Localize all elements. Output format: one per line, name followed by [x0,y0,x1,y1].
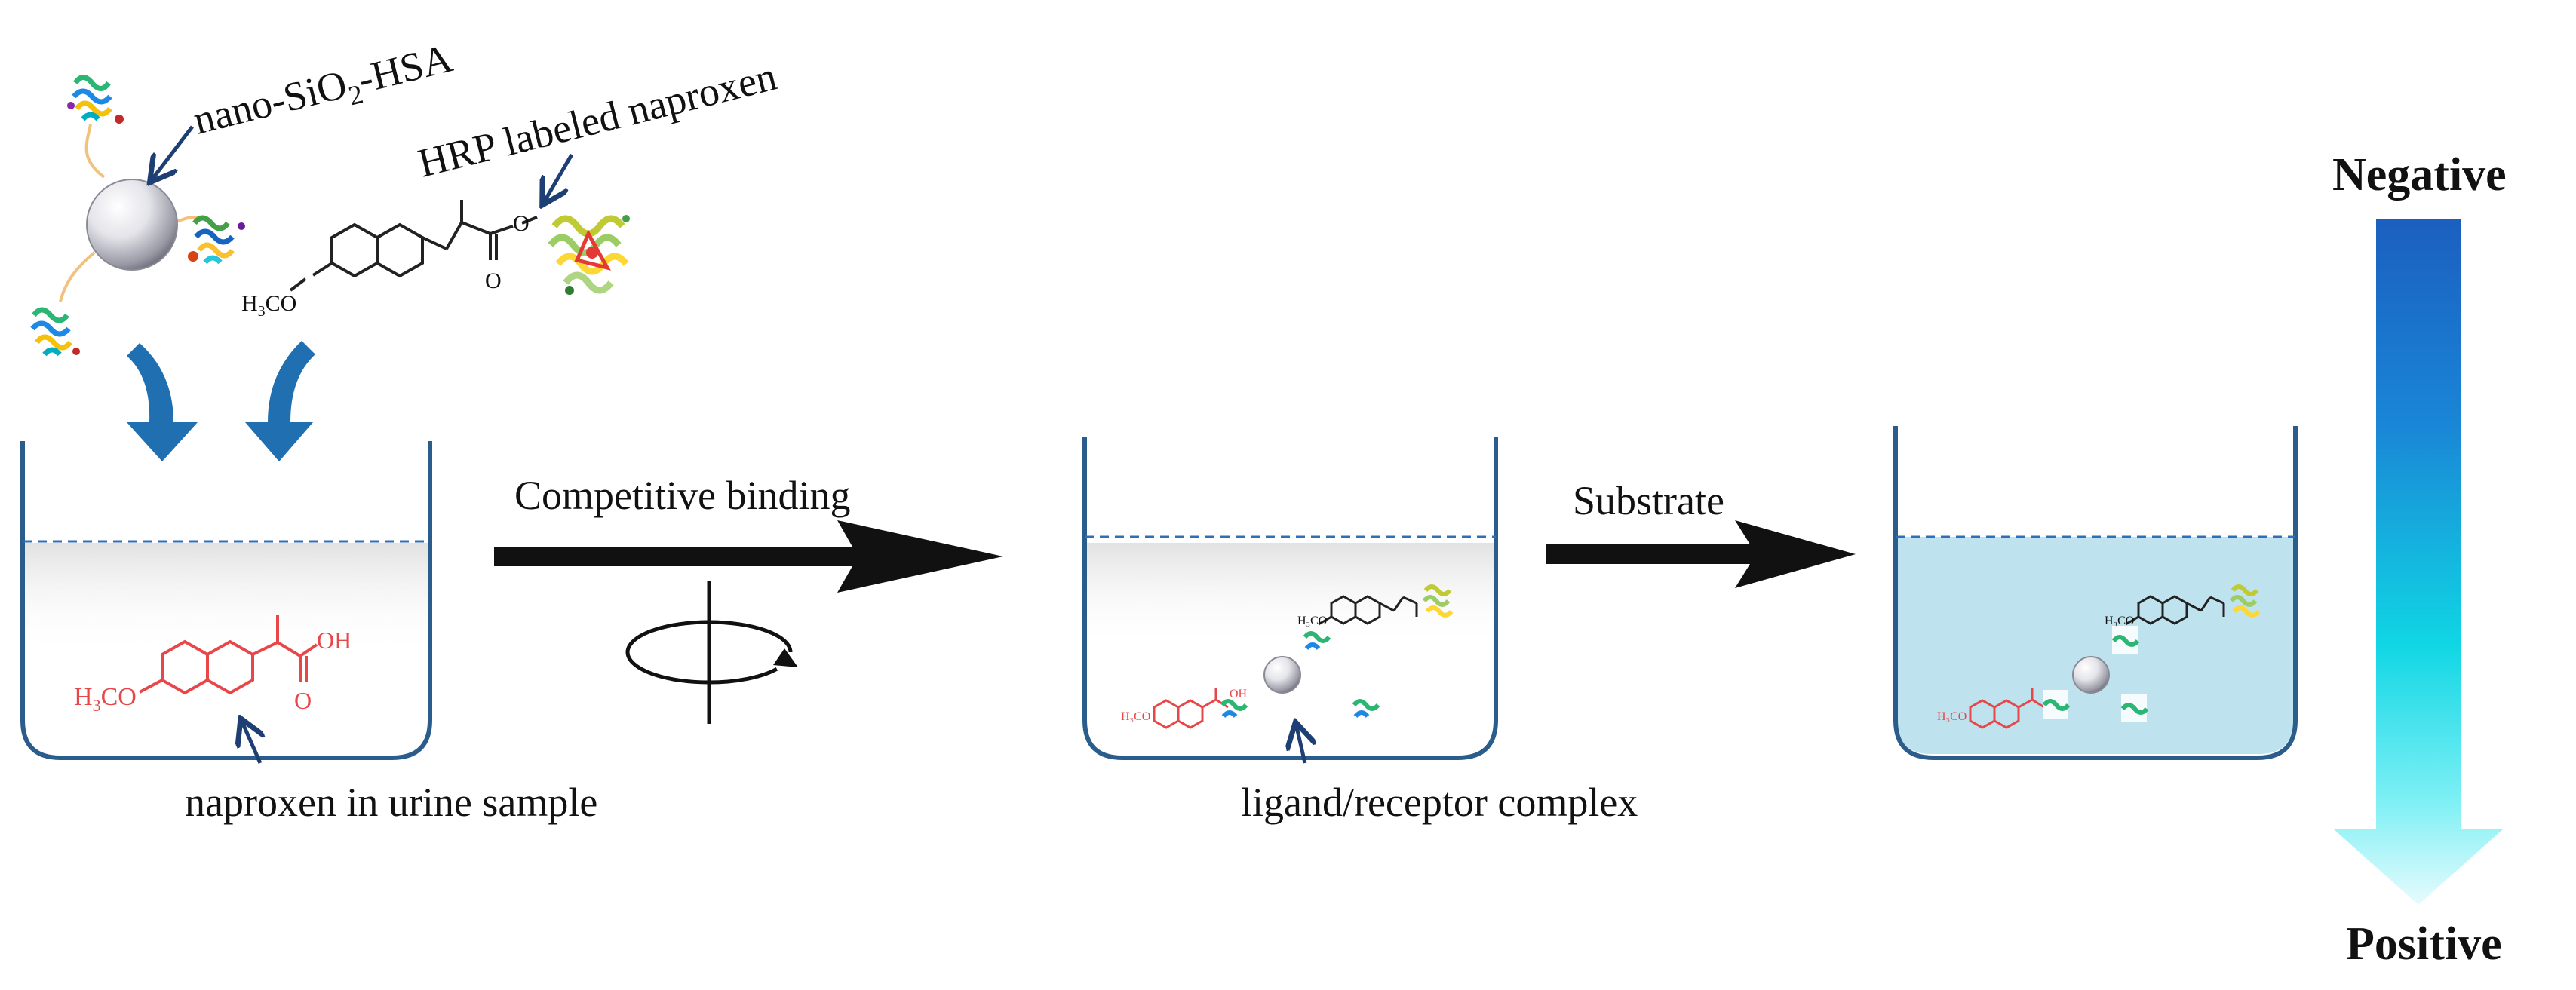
methoxy-label: H3CO [241,291,296,320]
hsa-protein-icon [67,75,124,124]
complex-h3co-label: H₃CO [1121,710,1150,723]
positive-label: Positive [2346,918,2502,970]
substrate-label: Substrate [1573,478,1724,523]
hsa-protein-icon [188,215,245,265]
competitive-binding-arrow [494,520,1003,593]
beaker-substrate: H₃CO H₃CO [1893,426,2298,760]
curved-arrow-left [127,343,198,461]
naproxen-o-label: O [294,687,312,714]
naproxen-molecule [139,615,318,695]
hrp-enzyme-icon [548,215,630,295]
competitive-binding-label: Competitive binding [514,473,850,518]
silica-nanoparticle-icon [86,179,178,271]
complex-contents: H₃CO OH H₃CO [1121,584,1454,729]
nano-sio2-hsa-label: nano-SiO2-HSA [189,35,458,149]
hrp-labeled-naproxen-label: HRP labeled naproxen [413,54,781,186]
negative-label: Negative [2332,149,2507,201]
rotation-icon [625,581,798,724]
substrate-h3co-label-2: H₃CO [2105,615,2134,627]
nano-label-pointer [151,125,194,181]
complex-h3co-label-2: H₃CO [1297,615,1327,627]
beaker-complex: H₃CO OH H₃CO [1082,437,1498,760]
substrate-h3co-label: H₃CO [1937,710,1967,723]
naproxen-oh-label: OH [317,627,352,654]
carbonyl-o-label: O [485,268,502,293]
hsa-protein-icon [30,307,80,357]
hrp-label-pointer [543,153,574,204]
curved-arrow-right [245,341,315,461]
ligand-receptor-complex-label: ligand/receptor complex [1241,780,1638,825]
substrate-arrow [1546,520,1856,588]
hsa-protein-cluster [30,75,245,357]
substrate-contents: H₃CO H₃CO [1937,584,2261,729]
signal-gradient-arrow [2334,219,2503,905]
naproxen-methoxy-label: H3CO [74,683,137,715]
ester-o-label: O [513,211,530,236]
sample-pointer [241,720,260,765]
naproxen-in-urine-label: naproxen in urine sample [185,780,597,825]
complex-oh-label: OH [1230,688,1248,700]
complex-pointer [1296,724,1305,764]
beaker-sample: H3CO O OH [20,441,432,760]
hrp-naproxen-molecule [289,200,538,292]
